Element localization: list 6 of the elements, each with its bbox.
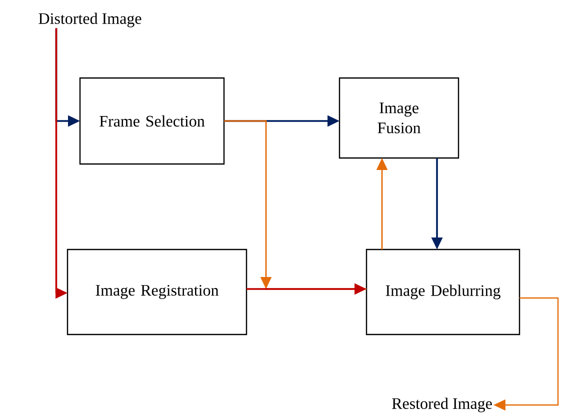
process-box: Image Registration xyxy=(66,248,248,336)
process-box: Image Fusion xyxy=(338,77,460,159)
input-label: Distorted Image xyxy=(38,12,142,28)
output-label: Restored Image xyxy=(392,398,492,412)
process-box: Image Deblurring xyxy=(366,248,520,336)
process-box: Frame Selection xyxy=(79,77,225,165)
